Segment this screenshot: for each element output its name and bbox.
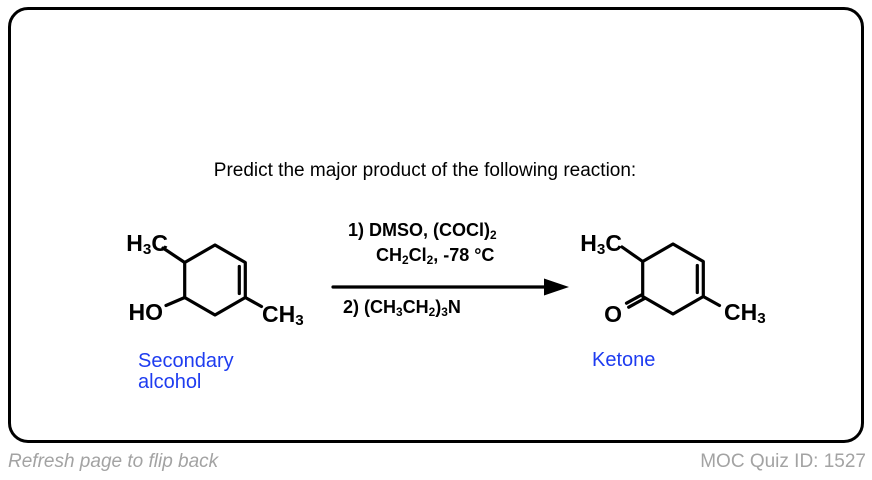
quiz-card [8,7,864,443]
product-methyl-right-label: CH3 [724,299,766,328]
reactant-caption: Secondary alcohol [138,351,234,393]
product-methyl-top-bond [620,245,645,264]
reaction-arrow [331,278,569,296]
product-carbonyl-bond-b [627,297,646,309]
product-carbonyl-oxygen-label: O [604,301,622,327]
reactant-caption-line2: alcohol [138,371,202,393]
reactant-methyl-right-label: CH3 [262,301,304,330]
product-skeleton [620,242,722,316]
arrow-head [544,278,569,296]
reactant-methyl-top-bond [161,246,187,265]
reactant-methyl-right-bond [243,295,264,309]
footer-flip-hint: Refresh page to flip back [8,451,219,472]
product-carbonyl-bond-a [624,293,644,305]
reactant-ring [183,243,247,317]
reagent-conditions: CH2Cl2, -78 °C [376,245,495,267]
product-ring [641,242,705,316]
reactant-hydroxyl-label: HO [128,299,164,325]
reactant-caption-line1: Secondary [138,350,234,372]
reactant-hydroxyl-bond [164,295,187,308]
footer-quiz-id: MOC Quiz ID: 1527 [700,451,866,472]
product-methyl-top-label: H3C [580,230,622,259]
product-methyl-right-bond [701,294,722,308]
reactant-methyl-top-label: H3C [126,230,168,259]
reactant-skeleton [161,243,264,317]
reagent-step1: 1) DMSO, (COCl)2 [348,220,497,242]
reagent-step2: 2) (CH3CH2)3N [343,297,461,319]
product-caption: Ketone [592,349,656,371]
question-title: Predict the major product of the followi… [213,160,637,181]
